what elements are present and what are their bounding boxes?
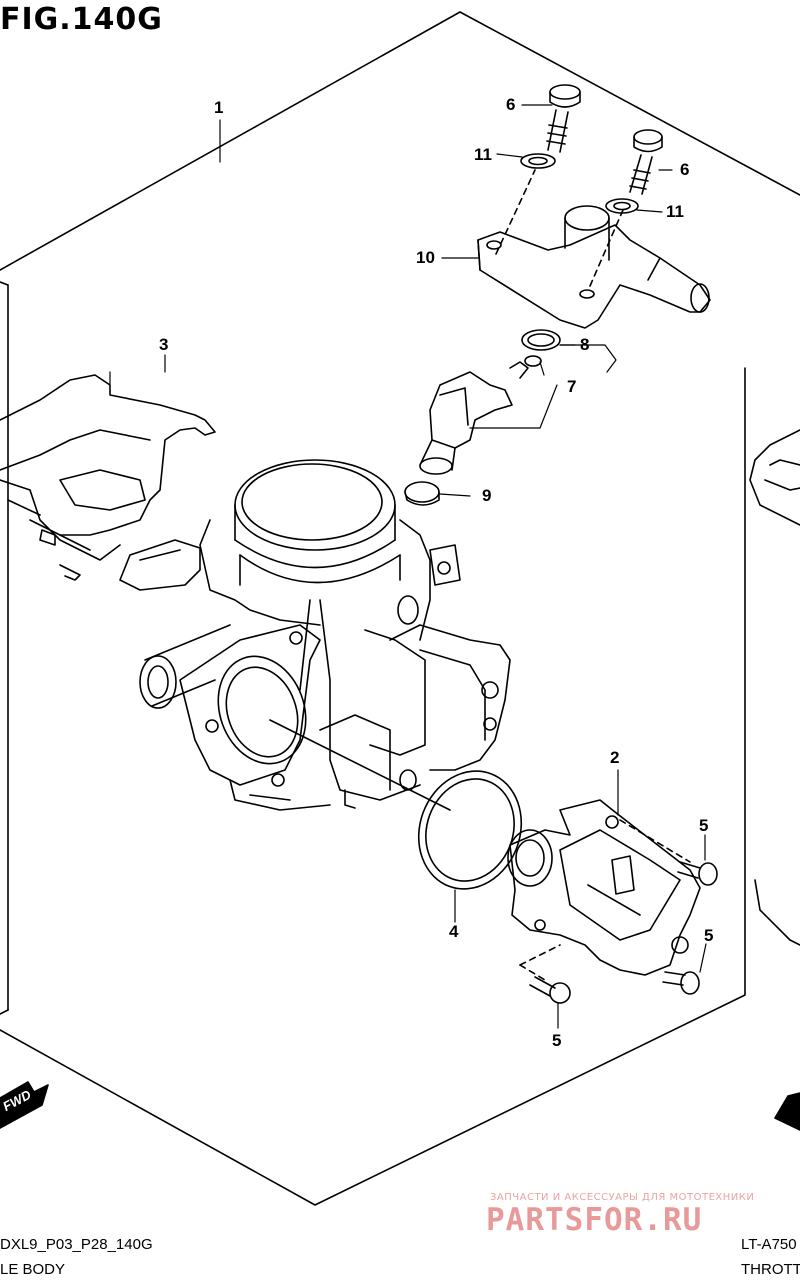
- washer-part-11-b: [605, 198, 639, 214]
- screw-part-5-c: [519, 944, 571, 1004]
- footer-diagram-code: DXL9_P03_P28_140G: [0, 1236, 153, 1253]
- watermark-tagline: ЗАПЧАСТИ И АКСЕССУАРЫ ДЛЯ МОТОТЕХНИКИ: [490, 1192, 755, 1203]
- callout-11-a: 11: [474, 145, 492, 164]
- callout-6-b: 6: [680, 160, 690, 179]
- watermark-logo: PARTSFOR.RU: [486, 1202, 703, 1238]
- callout-4: 4: [449, 922, 459, 941]
- cover-part-3: [0, 374, 216, 581]
- callout-8: 8: [580, 335, 590, 354]
- callout-10: 10: [416, 248, 435, 267]
- screw-part-5-a: [619, 819, 718, 886]
- callout-6-a: 6: [506, 95, 516, 114]
- footer-section-title: THROTTL: [741, 1261, 800, 1278]
- cover-fragment-right: [749, 429, 800, 946]
- callout-3: 3: [159, 335, 169, 354]
- throttle-body-part-1: [119, 459, 511, 811]
- figure-title: FIG.140G: [0, 2, 163, 37]
- callout-7: 7: [567, 377, 577, 396]
- callout-1: 1: [214, 98, 224, 117]
- seal-part-9: [404, 481, 440, 506]
- callout-9: 9: [482, 486, 492, 505]
- screw-part-6-b: [629, 129, 663, 195]
- footer-model-code: LT-A750: [741, 1236, 797, 1253]
- screw-part-6-a: [546, 84, 581, 153]
- fuel-rail-part-10: [477, 169, 711, 329]
- callout-2: 2: [610, 748, 620, 767]
- fwd-arrow-right: [774, 1092, 800, 1131]
- assembly-frame: [0, 11, 800, 1206]
- injector-part-7: [419, 361, 529, 475]
- o-ring-part-8: [521, 329, 561, 367]
- callout-5-c: 5: [552, 1031, 562, 1050]
- sensor-unit-part-2: [507, 799, 701, 976]
- footer-caption: LE BODY: [0, 1261, 66, 1278]
- leader-lines: [109, 104, 707, 1029]
- fwd-arrow-left: [0, 1081, 49, 1129]
- screw-part-5-b: [662, 971, 700, 995]
- callout-11-b: 11: [666, 202, 684, 221]
- washer-part-11-a: [520, 153, 556, 169]
- callout-5-b: 5: [704, 926, 714, 945]
- callout-5-a: 5: [699, 816, 709, 835]
